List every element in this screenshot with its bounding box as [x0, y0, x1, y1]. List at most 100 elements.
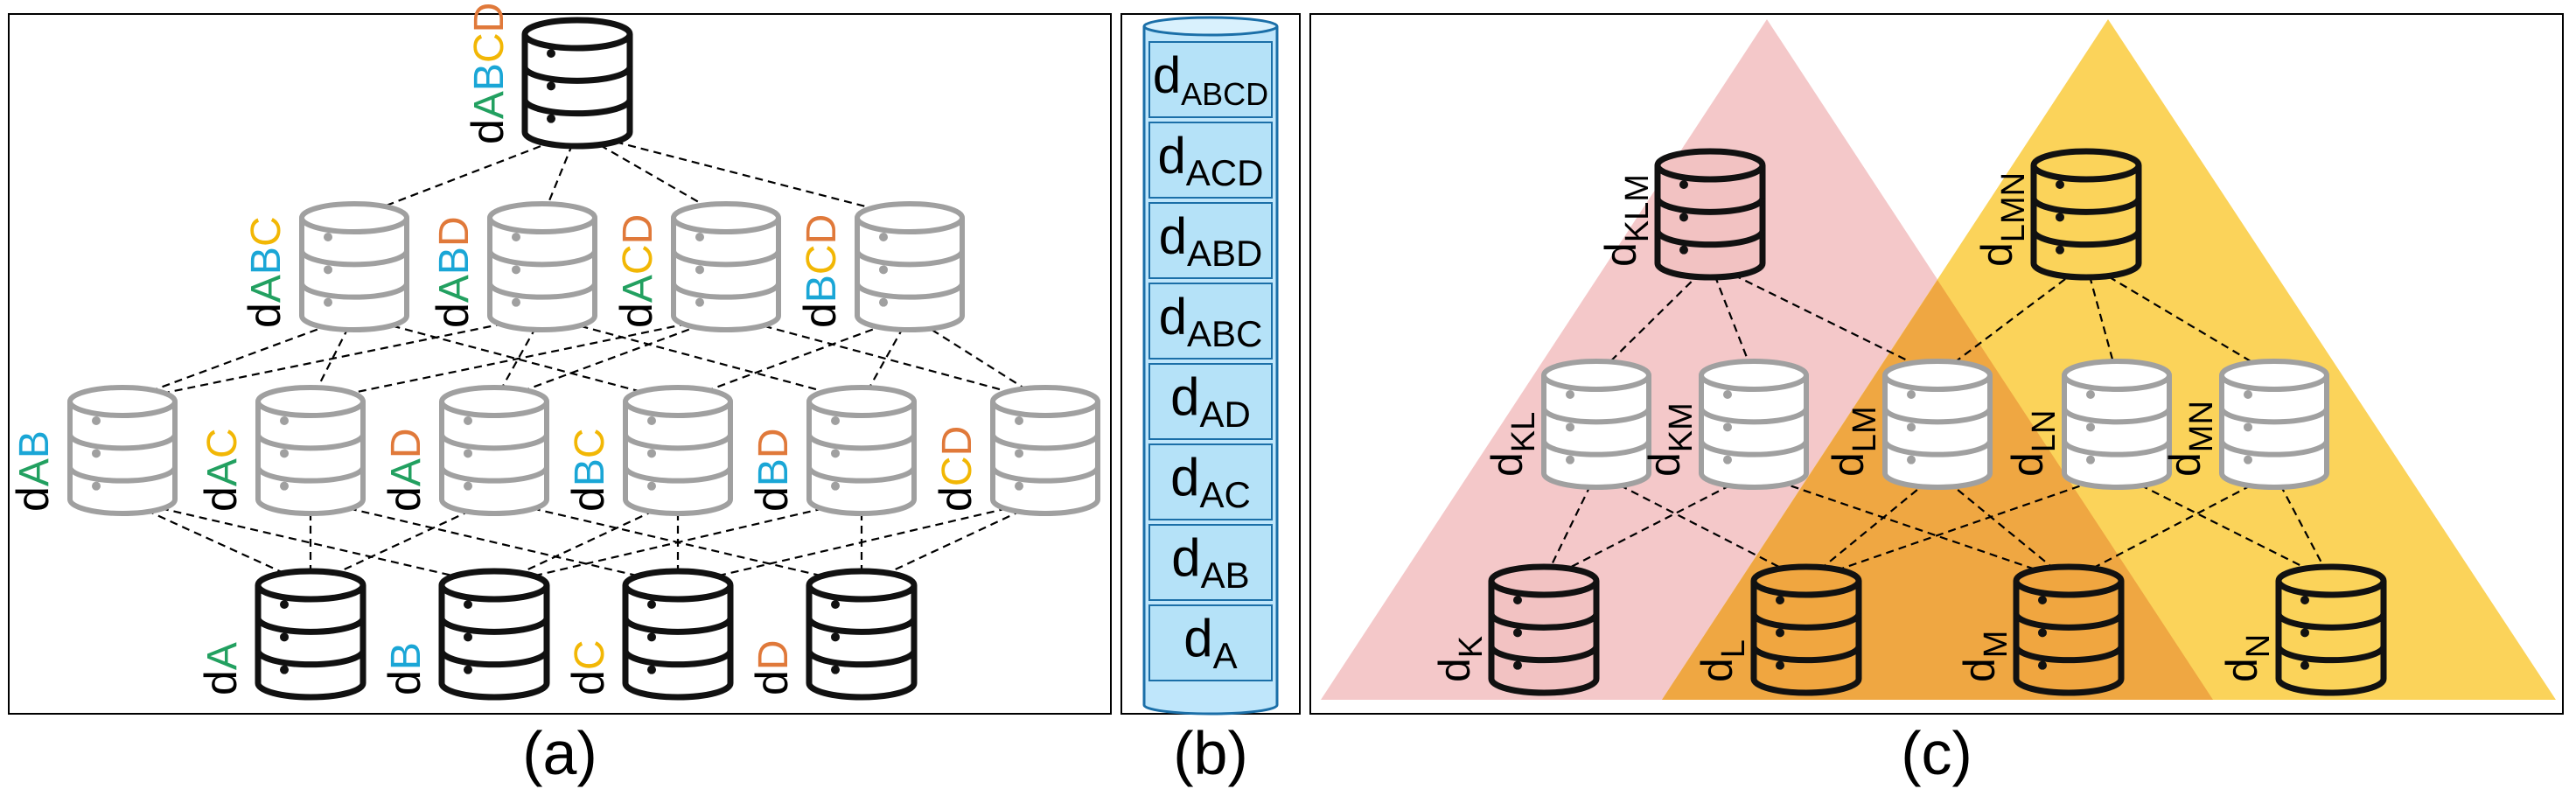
label-klm: dKLM [1596, 174, 1656, 267]
label-mn: dMN [2161, 401, 2220, 477]
db-node-k [1488, 563, 1600, 696]
svg-text:dLN: dLN [2003, 410, 2063, 477]
queue-item: dABCD [1148, 41, 1273, 118]
svg-text:dAB: dAB [8, 430, 59, 512]
label-sub: MN [2183, 401, 2220, 452]
label-main: d [1824, 452, 1873, 477]
label-letter: C [799, 244, 845, 275]
queue-item: dABD [1148, 202, 1273, 279]
svg-text:dAC: dAC [196, 428, 247, 512]
queue-item-sub: ABD [1187, 233, 1262, 274]
db-node-abd [487, 201, 597, 332]
label-b: dB [380, 642, 430, 695]
svg-text:dA: dA [1183, 609, 1237, 676]
label-main: d [563, 670, 614, 695]
label-letter: C [934, 456, 981, 486]
label-letter: D [466, 3, 513, 33]
label-lmn: dLMN [1972, 172, 2032, 267]
label-letter: D [750, 639, 797, 670]
label-main: d [1955, 658, 2004, 682]
label-letter: B [799, 275, 845, 303]
label-main: d [8, 486, 59, 512]
label-sub: LM [1846, 406, 1883, 452]
db-node-bd [806, 385, 917, 516]
label-sub: M [1978, 631, 2014, 659]
label-l: dL [1693, 639, 1752, 682]
label-main: d [1483, 452, 1532, 477]
db-node-lm [1882, 359, 1993, 490]
label-letter: A [615, 275, 661, 303]
label-main: d [1693, 658, 1742, 682]
queue-item-main: d [1171, 528, 1200, 587]
queue-item-main: d [1159, 289, 1187, 346]
label-main: d [380, 486, 430, 512]
label-letter: D [799, 214, 845, 245]
svg-text:dLMN: dLMN [1972, 172, 2032, 267]
queue-item-main: d [1153, 47, 1181, 104]
label-sub: LN [2026, 410, 2063, 453]
label-main: d [1972, 242, 2021, 267]
svg-text:dA: dA [196, 642, 247, 695]
svg-text:dABD: dABD [428, 216, 478, 328]
label-bcd: dBCD [795, 214, 846, 328]
label-letter: A [383, 458, 429, 486]
queue-item-sub: ABCD [1181, 76, 1268, 112]
label-km: dKM [1640, 402, 1700, 477]
svg-text:dABC: dABC [240, 216, 290, 328]
svg-text:dKL: dKL [1483, 412, 1542, 477]
label-sub: KM [1663, 402, 1700, 452]
svg-text:dABCD: dABCD [463, 3, 513, 144]
label-letter: D [615, 214, 661, 245]
svg-text:dB: dB [380, 642, 430, 695]
label-main: d [463, 119, 513, 144]
label-main: d [795, 303, 846, 328]
label-letter: A [431, 275, 478, 303]
panel-a-frame [8, 13, 1112, 715]
db-node-c [622, 568, 734, 701]
label-main: d [1640, 452, 1689, 477]
caption-a: (a) [522, 719, 597, 787]
db-node-kl [1541, 359, 1651, 490]
label-abd: dABD [428, 216, 478, 328]
db-node-m [2013, 563, 2125, 696]
label-letter: B [243, 247, 290, 275]
queue-item-main: d [1170, 448, 1199, 506]
db-node-a [255, 568, 367, 701]
label-letter: B [750, 458, 797, 486]
label-bc: dBC [563, 428, 614, 512]
label-main: d [2161, 452, 2209, 477]
label-k: dK [1430, 636, 1490, 682]
queue-item-sub: ABC [1187, 313, 1262, 354]
db-node-mn [2219, 359, 2329, 490]
label-letter: C [567, 639, 613, 670]
svg-text:dAB: dAB [1171, 528, 1249, 596]
label-letter: A [199, 458, 246, 486]
queue-item: dACD [1148, 122, 1273, 199]
label-n: dN [2217, 634, 2277, 682]
svg-text:dBD: dBD [747, 428, 798, 512]
label-ad: dAD [380, 428, 430, 512]
svg-text:dAC: dAC [1170, 448, 1251, 515]
label-abc: dABC [240, 216, 290, 328]
label-main: d [747, 670, 798, 695]
svg-text:dBCD: dBCD [795, 214, 846, 328]
label-m: dM [1955, 631, 2014, 682]
svg-text:dM: dM [1955, 631, 2014, 682]
db-node-n [2275, 563, 2387, 696]
db-node-abc [299, 201, 409, 332]
db-node-km [1699, 359, 1809, 490]
label-kl: dKL [1483, 412, 1542, 477]
svg-text:dACD: dACD [611, 214, 662, 328]
label-main: d [2003, 452, 2052, 477]
label-letter: B [11, 430, 58, 458]
label-acd: dACD [611, 214, 662, 328]
label-cd: dCD [931, 426, 981, 512]
queue-item-main: d [1158, 128, 1186, 185]
label-letter: A [243, 275, 290, 303]
queue-item: dAB [1148, 524, 1273, 601]
db-node-ac [255, 385, 366, 516]
svg-text:dKLM: dKLM [1596, 174, 1656, 267]
label-letter: C [567, 428, 613, 458]
